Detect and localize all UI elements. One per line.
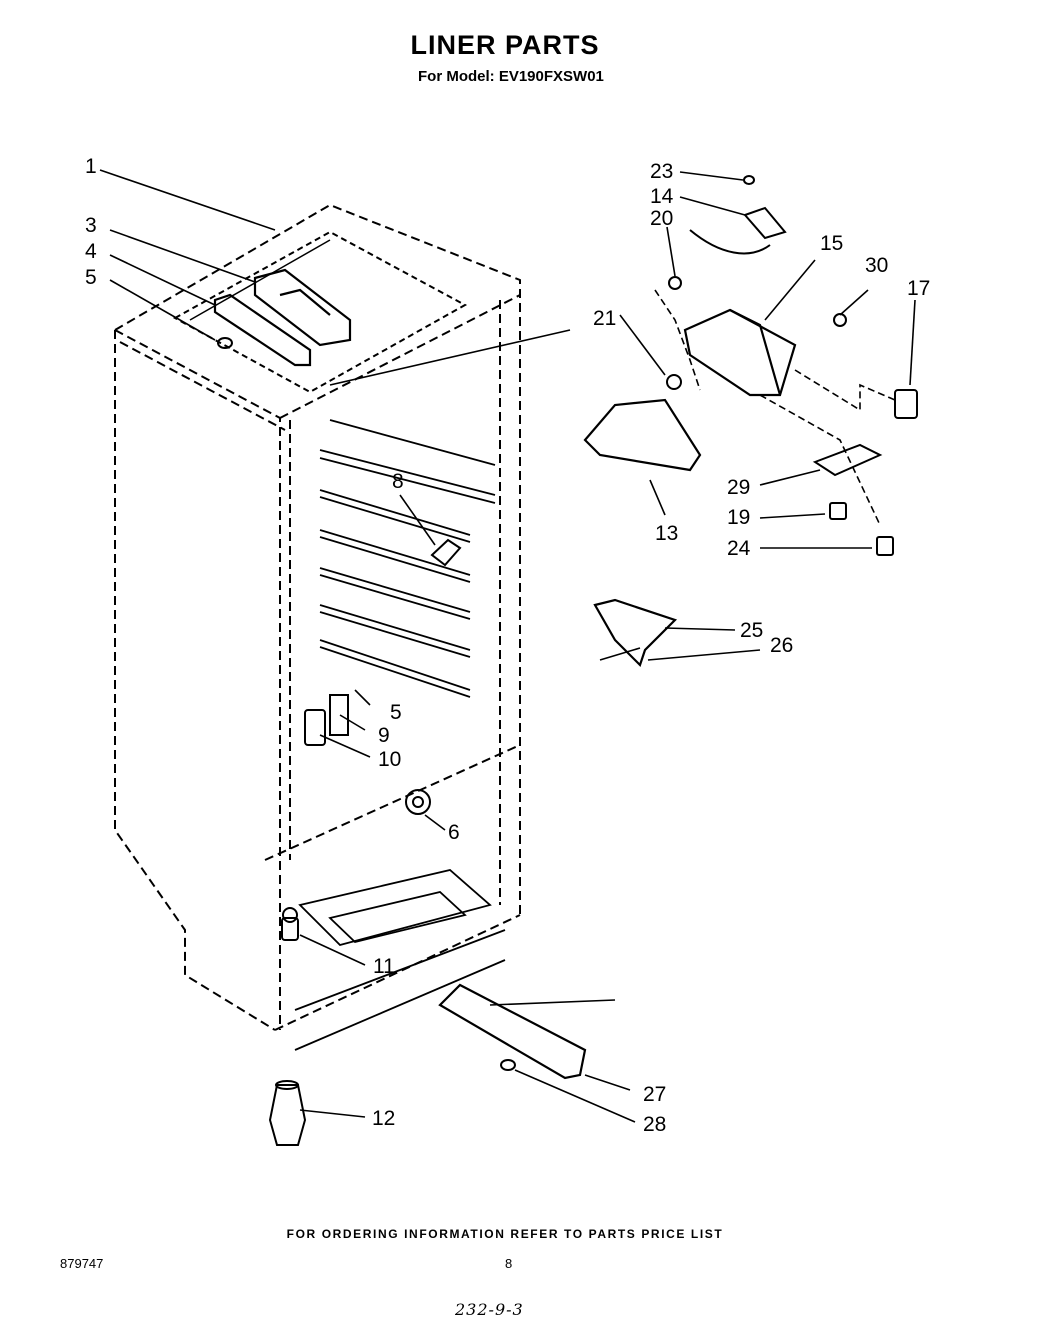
liner-cabinet (114, 203, 521, 1031)
part-11-plug (281, 907, 299, 941)
callout-25: 25 (740, 619, 763, 642)
part-17-switch (894, 389, 918, 419)
callout-15: 15 (820, 232, 843, 255)
part-9-bracket (329, 694, 349, 736)
callout-20: 20 (650, 207, 673, 230)
callout-5-mid: 5 (390, 701, 402, 724)
callout-6: 6 (448, 821, 460, 844)
callout-3: 3 (85, 214, 97, 237)
page-number: 8 (505, 1256, 513, 1271)
callout-13: 13 (655, 522, 678, 545)
part-15-light-housing (683, 308, 797, 397)
part-24-connector (876, 536, 894, 556)
handwritten-note: 232-9-3 (455, 1300, 524, 1319)
part-28-screw (500, 1059, 516, 1071)
part-27-drain-trough (438, 983, 587, 1080)
callout-14: 14 (650, 185, 674, 208)
callout-12: 12 (372, 1107, 395, 1130)
part-4-channel (213, 293, 312, 367)
part-14-socket (689, 206, 787, 255)
part-12-leveler (268, 1080, 307, 1146)
part-20-bulb (668, 276, 682, 290)
part-8-clip (430, 538, 462, 567)
page-title: LINER PARTS (410, 30, 600, 60)
part-29-plate (812, 443, 883, 477)
part-25-26-bracket (593, 598, 678, 668)
callout-26: 26 (770, 634, 793, 657)
part-23-screw (743, 175, 755, 185)
callout-9: 9 (378, 724, 390, 747)
wiring (654, 289, 896, 526)
callout-23: 23 (650, 160, 673, 183)
callout-8: 8 (392, 470, 404, 493)
callout-5-top: 5 (85, 266, 97, 289)
part-30-screw (833, 313, 847, 327)
ordering-info-note: FOR ORDERING INFORMATION REFER TO PARTS … (286, 1227, 724, 1241)
part-6-knob (405, 789, 431, 815)
callout-11: 11 (373, 955, 395, 978)
part-21-nut (666, 374, 682, 390)
callout-28: 28 (643, 1113, 666, 1136)
part-10-latch (304, 709, 326, 746)
model-subtitle: For Model: EV190FXSW01 (418, 68, 604, 85)
callout-labels: 1 3 4 5 23 14 20 15 30 17 21 29 19 24 13… (85, 155, 930, 1136)
interior-shelves (319, 419, 496, 698)
callout-4: 4 (85, 240, 97, 263)
part-5-screw (217, 337, 233, 349)
bottom-pan (294, 869, 506, 1051)
callout-19: 19 (727, 506, 750, 529)
callout-10: 10 (378, 748, 401, 771)
callout-24: 24 (727, 537, 751, 560)
callout-27: 27 (643, 1083, 666, 1106)
callout-17: 17 (907, 277, 930, 300)
document-number: 879747 (60, 1256, 104, 1271)
part-3-housing (253, 268, 352, 347)
part-19-connector (829, 502, 847, 520)
callout-30: 30 (865, 254, 888, 277)
top-plate (172, 230, 468, 394)
part-13-light-shield (583, 398, 702, 472)
callout-29: 29 (727, 476, 750, 499)
callout-21: 21 (593, 307, 616, 330)
leader-lines (99, 169, 916, 1123)
callout-1: 1 (85, 155, 97, 178)
